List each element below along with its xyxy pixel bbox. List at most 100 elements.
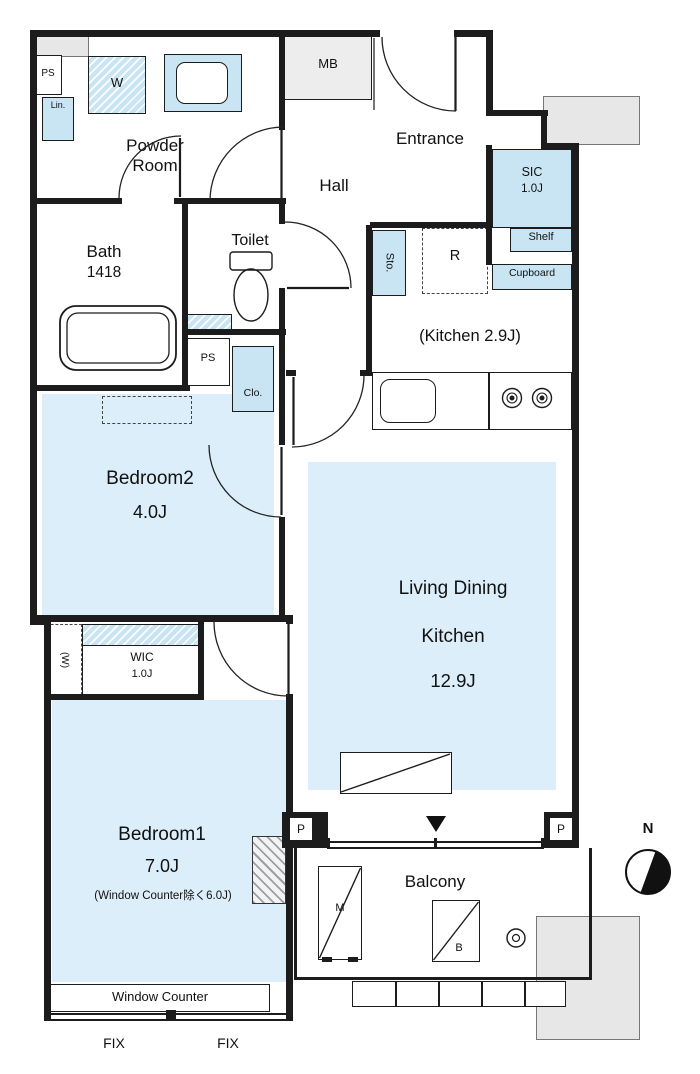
window-tick bbox=[327, 838, 330, 849]
wall bbox=[572, 143, 579, 848]
machine-foot bbox=[322, 957, 332, 962]
pipe-space-mid-label: PS bbox=[200, 352, 216, 364]
wall bbox=[30, 30, 37, 625]
wic-shelf-strip bbox=[82, 624, 202, 646]
gray-block-top-right bbox=[543, 96, 640, 145]
wall bbox=[174, 198, 188, 204]
window-tick bbox=[286, 1010, 293, 1021]
balcony-wall bbox=[294, 848, 297, 979]
powder-room-label: Powder Room bbox=[126, 136, 184, 176]
pillar-label-left: P bbox=[289, 817, 313, 841]
powder-room-door-arc-icon bbox=[209, 126, 285, 202]
toilet-bowl-icon bbox=[233, 268, 269, 322]
shoe-closet-box bbox=[492, 149, 572, 228]
wall bbox=[279, 30, 285, 130]
wall bbox=[198, 620, 204, 698]
washing-machine-box bbox=[88, 56, 146, 114]
wall bbox=[279, 202, 285, 224]
entrance-door-arc-icon bbox=[381, 36, 457, 112]
north-compass-icon bbox=[625, 849, 671, 895]
louver-divider bbox=[438, 982, 440, 1006]
ldk-counter-table bbox=[340, 752, 452, 794]
wall bbox=[286, 370, 296, 376]
wic-label: WIC bbox=[130, 650, 154, 664]
ldk-size-label: 12.9J bbox=[430, 670, 476, 691]
ldk-floor bbox=[308, 462, 556, 790]
bathtub-icon bbox=[59, 305, 177, 371]
sic-label: SIC bbox=[521, 165, 543, 179]
wall bbox=[454, 30, 493, 37]
wall bbox=[370, 222, 488, 228]
louver-divider bbox=[395, 982, 397, 1006]
refrigerator-label: R bbox=[449, 248, 461, 264]
fix-window-label-right: FIX bbox=[217, 1035, 239, 1051]
machine-b-label: B bbox=[455, 942, 463, 954]
balcony-label: Balcony bbox=[404, 872, 466, 891]
storage-box bbox=[372, 230, 406, 296]
toilet-label: Toilet bbox=[231, 232, 269, 249]
kitchen-label: (Kitchen 2.9J) bbox=[419, 327, 521, 345]
balcony-wall bbox=[589, 848, 592, 979]
toilet-counter-box bbox=[186, 314, 232, 332]
wall bbox=[366, 225, 372, 376]
wall bbox=[541, 143, 579, 149]
balcony-faucet-icon bbox=[506, 928, 526, 948]
wall bbox=[286, 694, 293, 1018]
bedroom2-label: Bedroom2 bbox=[106, 468, 194, 489]
duct-hatched-box bbox=[252, 836, 286, 904]
bath-size-label: 1418 bbox=[86, 264, 122, 281]
wall bbox=[30, 30, 380, 37]
cupboard-box bbox=[492, 264, 572, 290]
machine-foot bbox=[348, 957, 358, 962]
wall bbox=[30, 385, 190, 391]
wall bbox=[360, 370, 370, 376]
sic-size-label: 1.0J bbox=[521, 183, 543, 195]
wall bbox=[182, 335, 188, 391]
wall bbox=[486, 110, 548, 116]
linen-box bbox=[42, 97, 74, 141]
wall bbox=[30, 615, 286, 622]
pipe-space-top-label: PS bbox=[41, 68, 55, 79]
wall bbox=[44, 694, 204, 700]
ldk-label-line2: Kitchen bbox=[421, 626, 485, 647]
machine-m-label: M bbox=[335, 902, 345, 914]
cupboard-label: Cupboard bbox=[508, 267, 556, 279]
storage-label: Sto. bbox=[383, 252, 396, 273]
counter-divider bbox=[488, 373, 490, 429]
wall bbox=[486, 30, 493, 116]
washer-label: W bbox=[110, 75, 124, 90]
toilet-tank-icon bbox=[229, 251, 273, 271]
wall bbox=[182, 198, 188, 335]
shelf-label: Shelf bbox=[528, 231, 554, 243]
louver-divider bbox=[524, 982, 526, 1006]
closet-label: Clo. bbox=[243, 387, 263, 399]
wall bbox=[279, 517, 285, 615]
wall bbox=[486, 145, 492, 265]
wall bbox=[279, 288, 285, 445]
wall bbox=[286, 615, 293, 624]
pipe-space-mid-box bbox=[186, 338, 230, 386]
ldk-label-line1: Living Dining bbox=[398, 578, 508, 599]
bedroom2-size-label: 4.0J bbox=[132, 502, 168, 522]
wall bbox=[182, 329, 286, 335]
wall bbox=[182, 198, 286, 204]
window-mullion bbox=[166, 1010, 176, 1021]
future-washer-label: (W) bbox=[59, 651, 70, 669]
balcony-faucet-icon bbox=[511, 933, 521, 943]
closet-box bbox=[232, 346, 274, 412]
linen-label: Lin. bbox=[50, 100, 66, 110]
wall bbox=[44, 618, 51, 1019]
vanity-sink bbox=[176, 62, 228, 104]
balcony-wall bbox=[294, 977, 592, 980]
bedroom1-floor bbox=[52, 700, 286, 982]
beam-dashed-box bbox=[102, 396, 192, 424]
fix-window-label-left: FIX bbox=[103, 1035, 125, 1051]
balcony-louver-strip bbox=[352, 981, 566, 1007]
kitchen-sink bbox=[380, 379, 436, 423]
louver-divider bbox=[481, 982, 483, 1006]
ldk-door-arc-icon bbox=[291, 374, 365, 448]
bath-label: Bath bbox=[86, 242, 122, 261]
window-tick bbox=[434, 838, 437, 849]
wic-size-label: 1.0J bbox=[131, 668, 153, 680]
